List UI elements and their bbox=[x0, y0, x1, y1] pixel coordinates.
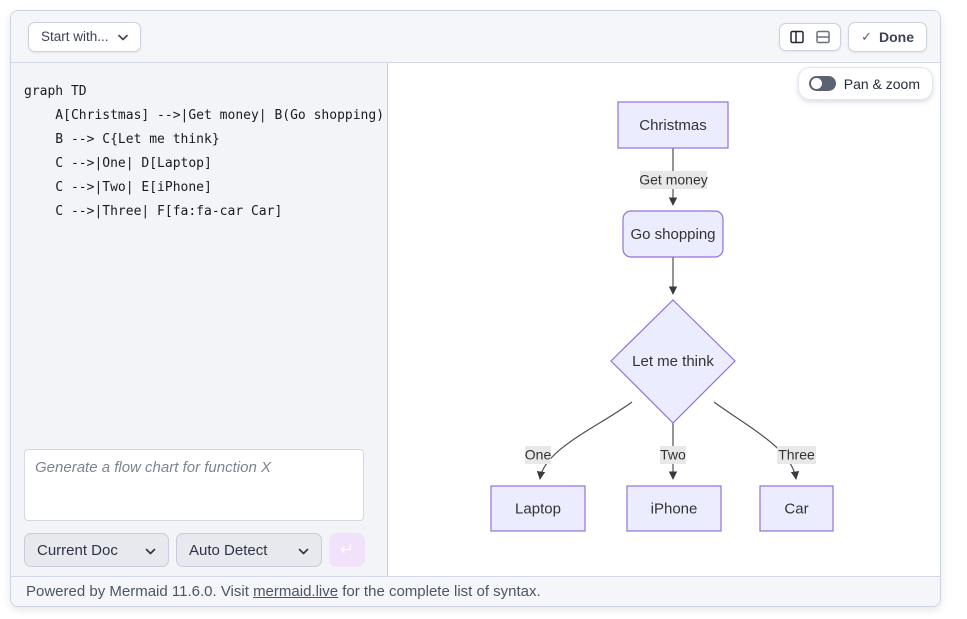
diagram-type-select[interactable]: Auto Detect bbox=[176, 533, 322, 567]
send-prompt-button[interactable]: ↵ bbox=[329, 533, 365, 567]
footer-text-before: Powered by Mermaid 11.6.0. Visit bbox=[26, 583, 254, 600]
diagram-preview-panel: Pan & zoom Get money bbox=[388, 63, 940, 576]
flowchart-node-go-shopping: Go shopping bbox=[622, 210, 724, 258]
svg-text:Let me think: Let me think bbox=[632, 353, 714, 370]
mermaid-code-editor[interactable]: graph TD A[Christmas] -->|Get money| B(G… bbox=[24, 84, 385, 219]
svg-text:Go shopping: Go shopping bbox=[630, 226, 715, 243]
context-select[interactable]: Current Doc bbox=[24, 533, 169, 567]
done-label: Done bbox=[879, 28, 914, 45]
edge-label-get-money: Get money bbox=[639, 171, 708, 189]
mermaid-live-link[interactable]: mermaid.live bbox=[253, 583, 339, 600]
code-panel: graph TD A[Christmas] -->|Get money| B(G… bbox=[11, 63, 388, 576]
flowchart-node-laptop: Laptop bbox=[490, 485, 586, 532]
edge-label-three: Three bbox=[777, 446, 816, 464]
svg-text:Car: Car bbox=[784, 501, 808, 518]
chevron-down-icon bbox=[298, 542, 309, 559]
edge-label-two: Two bbox=[660, 446, 686, 464]
svg-text:Laptop: Laptop bbox=[515, 501, 561, 518]
flowchart-node-car: Car bbox=[759, 485, 834, 532]
context-select-value: Current Doc bbox=[37, 541, 118, 559]
footer-text-after: for the complete list of syntax. bbox=[338, 583, 541, 600]
layout-toggle-group bbox=[779, 22, 842, 51]
edge-letmethink-laptop bbox=[536, 401, 633, 480]
chevron-down-icon bbox=[145, 542, 156, 559]
svg-text:Two: Two bbox=[660, 447, 686, 463]
edge-label-one: One bbox=[525, 446, 552, 464]
chevron-down-icon bbox=[117, 29, 128, 44]
start-with-label: Start with... bbox=[41, 29, 109, 44]
flowchart-node-let-me-think: Let me think bbox=[610, 299, 736, 424]
svg-text:Three: Three bbox=[778, 447, 815, 463]
svg-text:One: One bbox=[525, 447, 552, 463]
return-arrow-icon: ↵ bbox=[339, 540, 355, 559]
toolbar-right: ✓ Done bbox=[779, 21, 927, 52]
svg-text:Christmas: Christmas bbox=[639, 117, 707, 134]
edge-letmethink-car bbox=[713, 401, 800, 480]
mermaid-editor-window: Start with... ✓ Done graph TD bbox=[10, 10, 941, 607]
split-columns-icon[interactable] bbox=[789, 29, 805, 45]
svg-text:Get money: Get money bbox=[639, 172, 707, 188]
toolbar: Start with... ✓ Done bbox=[11, 11, 940, 63]
svg-text:iPhone: iPhone bbox=[651, 501, 698, 518]
flowchart-node-iphone: iPhone bbox=[626, 485, 722, 532]
diagram-type-select-value: Auto Detect bbox=[189, 541, 268, 559]
pan-zoom-toggle[interactable] bbox=[808, 76, 836, 91]
done-button[interactable]: ✓ Done bbox=[848, 21, 927, 52]
flowchart-node-christmas: Christmas bbox=[617, 101, 729, 149]
check-icon: ✓ bbox=[861, 28, 872, 44]
pan-zoom-control: Pan & zoom bbox=[797, 67, 933, 100]
pan-zoom-label: Pan & zoom bbox=[843, 75, 920, 92]
split-rows-icon[interactable] bbox=[815, 29, 831, 45]
flowchart-canvas: Get money One Two Three Christmas bbox=[490, 101, 834, 532]
prompt-controls: Current Doc Auto Detect ↵ bbox=[24, 533, 378, 567]
status-bar: Powered by Mermaid 11.6.0. Visit mermaid… bbox=[11, 576, 940, 606]
ai-prompt-input[interactable] bbox=[24, 449, 364, 521]
content-area: graph TD A[Christmas] -->|Get money| B(G… bbox=[11, 63, 940, 576]
toggle-knob bbox=[810, 78, 822, 89]
start-with-dropdown[interactable]: Start with... bbox=[28, 21, 141, 52]
